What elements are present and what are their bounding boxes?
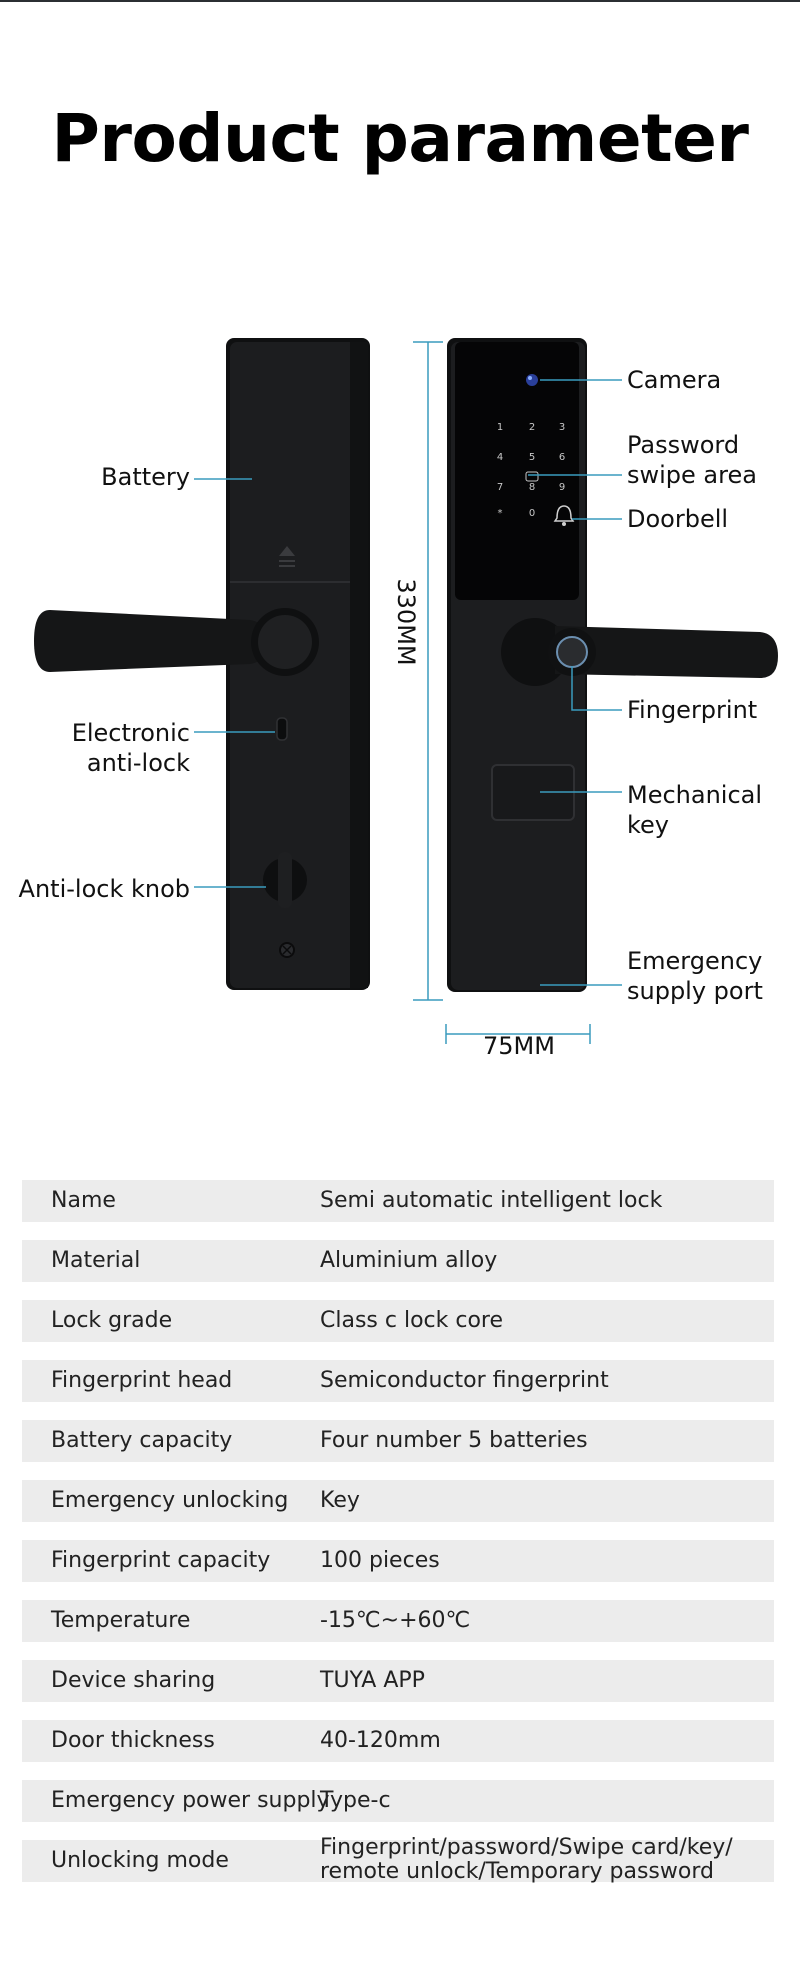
- param-value: Type-c: [320, 1788, 391, 1813]
- param-name: Name: [51, 1188, 116, 1213]
- param-name: Door thickness: [51, 1728, 215, 1753]
- keypad-key: 2: [529, 422, 535, 433]
- param-name: Lock grade: [51, 1308, 173, 1333]
- keypad-key: 6: [559, 452, 565, 463]
- keypad-key: 7: [497, 482, 503, 493]
- param-name: Device sharing: [51, 1668, 216, 1693]
- label-mechanical-key-line1: Mechanical: [627, 781, 763, 809]
- label-password-swipe-line1: Password: [627, 431, 740, 459]
- label-mechanical-key-line2: key: [627, 811, 670, 839]
- param-row: Fingerprint head Semiconductor fingerprin…: [22, 1360, 774, 1402]
- param-name: Emergency power supply: [51, 1788, 330, 1813]
- keypad-key: 0: [529, 508, 535, 519]
- param-row: Door thickness 40-120mm: [22, 1720, 774, 1762]
- param-value: Fingerprint/password/Swipe card/key/ rem…: [320, 1835, 733, 1884]
- fingerprint-reader-icon: [556, 636, 588, 668]
- param-value: Aluminium alloy: [320, 1248, 498, 1273]
- param-row: Emergency unlocking Key: [22, 1480, 774, 1522]
- param-name: Material: [51, 1248, 141, 1273]
- param-row: Unlocking mode Fingerprint/password/Swipe…: [22, 1836, 774, 1884]
- label-electronic-antilock-line2: anti-lock: [86, 749, 190, 777]
- height-dimension-label: 330MM: [392, 578, 420, 665]
- label-antilock-knob: Anti-lock knob: [18, 875, 190, 903]
- keypad-key: 5: [529, 452, 535, 463]
- front-panel: 1 2 3 4 5 6 7 8 9 * 0: [447, 338, 778, 992]
- param-name: Fingerprint capacity: [51, 1548, 271, 1573]
- param-value: TUYA APP: [320, 1668, 425, 1693]
- param-value: Class c lock core: [320, 1308, 504, 1333]
- label-emergency-port: Emergency supply port: [627, 946, 763, 1006]
- param-name: Unlocking mode: [51, 1848, 229, 1873]
- label-camera: Camera: [627, 366, 722, 394]
- param-value: 100 pieces: [320, 1548, 440, 1573]
- label-electronic-antilock: Electronic anti-lock: [40, 718, 190, 778]
- label-electronic-antilock-line1: Electronic: [71, 719, 190, 747]
- label-battery: Battery: [101, 463, 190, 491]
- doorbell-icon: [553, 505, 575, 526]
- dimension-lines: [413, 341, 591, 1044]
- label-mechanical-key: Mechanical key: [627, 780, 762, 840]
- param-row: Name Semi automatic intelligent lock: [22, 1180, 774, 1222]
- keypad-key: 8: [529, 482, 535, 493]
- camera-icon: [526, 374, 538, 386]
- keypad-key: 1: [497, 422, 503, 433]
- param-row: Temperature -15℃~+60℃: [22, 1600, 774, 1642]
- keypad-key: 3: [559, 422, 565, 433]
- leader-lines: [194, 379, 622, 986]
- width-dimension-label: 75MM: [483, 1032, 555, 1060]
- back-panel: [34, 338, 370, 990]
- label-fingerprint: Fingerprint: [627, 696, 758, 724]
- top-border: [0, 0, 800, 2]
- label-password-swipe: Password swipe area: [627, 430, 757, 490]
- param-value: 40-120mm: [320, 1728, 441, 1753]
- keypad-key: *: [498, 508, 503, 519]
- keypad: 1 2 3 4 5 6 7 8 9 * 0: [497, 422, 565, 519]
- param-row: Device sharing TUYA APP: [22, 1660, 774, 1702]
- lock-diagram: 1 2 3 4 5 6 7 8 9 * 0 330MM: [34, 338, 778, 1060]
- label-emergency-port-line1: Emergency: [627, 947, 763, 975]
- keypad-key: 4: [497, 452, 503, 463]
- param-name: Battery capacity: [51, 1428, 233, 1453]
- page-title: Product parameter: [51, 100, 749, 177]
- param-row: Material Aluminium alloy: [22, 1240, 774, 1282]
- param-value: -15℃~+60℃: [320, 1608, 471, 1633]
- label-emergency-port-line2: supply port: [627, 977, 763, 1005]
- param-name: Temperature: [51, 1608, 191, 1633]
- label-password-swipe-line2: swipe area: [627, 461, 757, 489]
- param-value: Semi automatic intelligent lock: [320, 1188, 663, 1213]
- param-name: Emergency unlocking: [51, 1488, 289, 1513]
- param-row: Fingerprint capacity 100 pieces: [22, 1540, 774, 1582]
- battery-arrow-icon: [279, 546, 295, 556]
- param-row: Lock grade Class c lock core: [22, 1300, 774, 1342]
- parameter-table: Name Semi automatic intelligent lock Mate…: [22, 1180, 774, 1900]
- param-value: Key: [320, 1488, 360, 1513]
- label-doorbell: Doorbell: [627, 505, 729, 533]
- keypad-key: 9: [559, 482, 565, 493]
- param-name: Fingerprint head: [51, 1368, 233, 1393]
- param-value: Semiconductor fingerprint: [320, 1368, 609, 1393]
- param-row: Battery capacity Four number 5 batteries: [22, 1420, 774, 1462]
- param-value: Four number 5 batteries: [320, 1428, 588, 1453]
